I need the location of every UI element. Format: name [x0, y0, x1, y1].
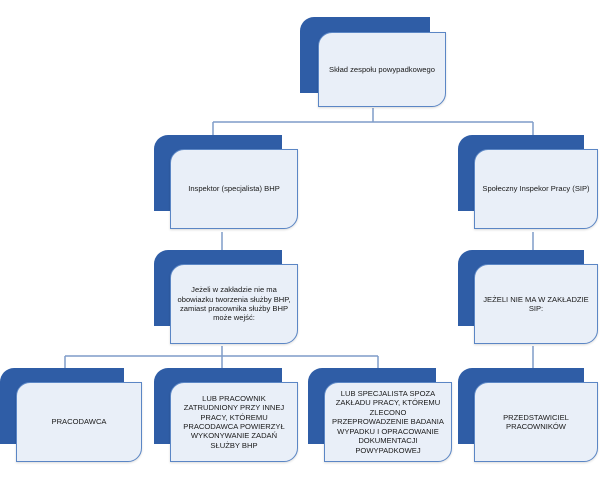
left-branch-node: Inspektor (specjalista) BHP [154, 135, 300, 232]
left-condition-card: Jeżeli w zakładzie nie ma obowiazku twor… [170, 264, 298, 344]
right-branch-label: Społeczny Inspekor Pracy (SIP) [482, 184, 590, 194]
right-condition-label: JEŻELI NIE MA W ZAKŁADZIE SIP: [483, 294, 589, 313]
left-branch-label: Inspektor (specjalista) BHP [188, 184, 280, 194]
left-condition-node: Jeżeli w zakładzie nie ma obowiazku twor… [154, 250, 300, 347]
right-condition-node: JEŻELI NIE MA W ZAKŁADZIE SIP: [458, 250, 600, 347]
leaf-employer-label: PRACODAWCA [51, 417, 107, 427]
left-condition-label: Jeżeli w zakładzie nie ma obowiazku twor… [177, 285, 291, 323]
leaf-worker-label: LUB PRACOWNIK ZATRUDNIONY PRZY INNEJ PRA… [183, 393, 285, 450]
leaf-external-label: LUB SPECJALISTA SPOZA ZAKŁADU PRACY, KTÓ… [332, 388, 444, 455]
leaf-worker-node: LUB PRACOWNIK ZATRUDNIONY PRZY INNEJ PRA… [154, 368, 300, 464]
leaf-external-node: LUB SPECJALISTA SPOZA ZAKŁADU PRACY, KTÓ… [308, 368, 454, 464]
leaf-external-card: LUB SPECJALISTA SPOZA ZAKŁADU PRACY, KTÓ… [324, 382, 452, 462]
left-branch-card: Inspektor (specjalista) BHP [170, 149, 298, 229]
leaf-representative-node: PRZEDSTAWICIEL PRACOWNIKÓW [458, 368, 600, 464]
root-node-label: Skład zespołu powypadkowego [329, 64, 435, 74]
leaf-representative-label: PRZEDSTAWICIEL PRACOWNIKÓW [503, 412, 569, 431]
leaf-representative-card: PRZEDSTAWICIEL PRACOWNIKÓW [474, 382, 598, 462]
right-condition-card: JEŻELI NIE MA W ZAKŁADZIE SIP: [474, 264, 598, 344]
leaf-worker-card: LUB PRACOWNIK ZATRUDNIONY PRZY INNEJ PRA… [170, 382, 298, 462]
right-branch-node: Społeczny Inspekor Pracy (SIP) [458, 135, 600, 232]
leaf-employer-card: PRACODAWCA [16, 382, 142, 462]
leaf-employer-node: PRACODAWCA [0, 368, 146, 464]
root-node-card: Skład zespołu powypadkowego [318, 32, 446, 107]
right-branch-card: Społeczny Inspekor Pracy (SIP) [474, 149, 598, 229]
root-node: Skład zespołu powypadkowego [300, 17, 450, 112]
